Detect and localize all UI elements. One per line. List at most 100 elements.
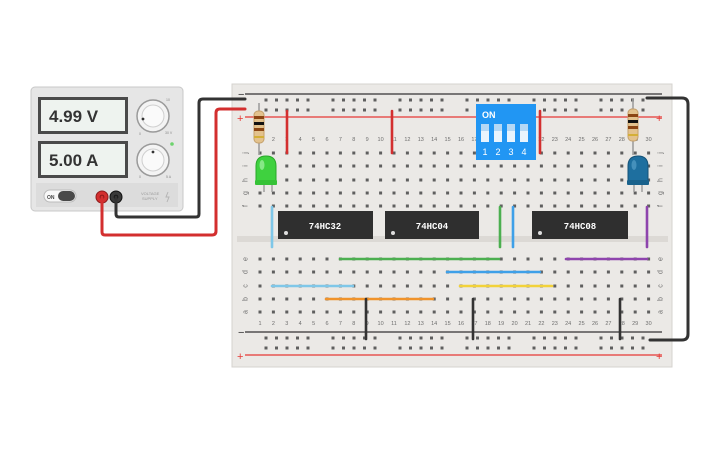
breadboard-hole[interactable] <box>606 270 610 274</box>
breadboard-hole[interactable] <box>606 297 610 301</box>
rail-hole[interactable] <box>610 98 613 102</box>
breadboard-hole[interactable] <box>392 284 396 288</box>
breadboard-hole[interactable] <box>325 164 329 168</box>
rail-hole[interactable] <box>296 98 299 102</box>
breadboard-hole[interactable] <box>513 310 517 314</box>
rail-hole[interactable] <box>373 98 377 102</box>
rail-hole[interactable] <box>440 108 444 112</box>
breadboard-hole[interactable] <box>486 178 490 182</box>
rail-hole[interactable] <box>497 98 500 102</box>
breadboard-hole[interactable] <box>647 310 651 314</box>
breadboard-hole[interactable] <box>593 204 597 208</box>
breadboard-hole[interactable] <box>379 178 383 182</box>
breadboard-hole[interactable] <box>472 151 476 155</box>
breadboard-hole[interactable] <box>298 178 302 182</box>
breadboard-hole[interactable] <box>325 270 329 274</box>
breadboard-hole[interactable] <box>566 178 570 182</box>
breadboard-hole[interactable] <box>539 151 543 155</box>
rail-hole[interactable] <box>342 336 345 340</box>
breadboard-hole[interactable] <box>432 164 436 168</box>
breadboard-hole[interactable] <box>647 284 651 288</box>
breadboard-hole[interactable] <box>633 297 637 301</box>
breadboard-hole[interactable] <box>325 151 329 155</box>
rail-hole[interactable] <box>543 108 546 112</box>
breadboard-hole[interactable] <box>271 270 275 274</box>
breadboard-hole[interactable] <box>593 270 597 274</box>
breadboard-hole[interactable] <box>606 164 610 168</box>
breadboard-hole[interactable] <box>526 297 530 301</box>
resistor-right[interactable] <box>627 99 639 155</box>
breadboard-hole[interactable] <box>432 270 436 274</box>
breadboard-hole[interactable] <box>405 164 409 168</box>
rail-hole[interactable] <box>306 98 310 102</box>
breadboard-hole[interactable] <box>365 284 369 288</box>
breadboard-hole[interactable] <box>620 310 624 314</box>
rail-hole[interactable] <box>532 336 536 340</box>
breadboard-hole[interactable] <box>285 191 289 195</box>
breadboard-hole[interactable] <box>419 191 423 195</box>
breadboard-hole[interactable] <box>312 270 316 274</box>
breadboard-hole[interactable] <box>499 310 503 314</box>
rail-hole[interactable] <box>275 346 278 350</box>
breadboard-hole[interactable] <box>526 191 530 195</box>
breadboard-hole[interactable] <box>258 191 262 195</box>
breadboard-hole[interactable] <box>580 297 584 301</box>
rail-hole[interactable] <box>620 336 624 340</box>
rail-hole[interactable] <box>264 98 268 102</box>
breadboard-hole[interactable] <box>593 151 597 155</box>
breadboard-hole[interactable] <box>553 284 557 288</box>
chip-74hc08[interactable]: 74HC08 <box>532 211 628 239</box>
breadboard-hole[interactable] <box>566 270 570 274</box>
breadboard-hole[interactable] <box>271 191 275 195</box>
breadboard-hole[interactable] <box>298 270 302 274</box>
breadboard-hole[interactable] <box>459 164 463 168</box>
rail-hole[interactable] <box>419 98 423 102</box>
breadboard-hole[interactable] <box>553 178 557 182</box>
breadboard-hole[interactable] <box>580 164 584 168</box>
breadboard-hole[interactable] <box>312 151 316 155</box>
breadboard-hole[interactable] <box>285 310 289 314</box>
breadboard-hole[interactable] <box>620 191 624 195</box>
breadboard-hole[interactable] <box>499 164 503 168</box>
rail-hole[interactable] <box>497 346 500 350</box>
breadboard-hole[interactable] <box>633 270 637 274</box>
breadboard-hole[interactable] <box>553 270 557 274</box>
breadboard-hole[interactable] <box>647 204 651 208</box>
breadboard-hole[interactable] <box>553 191 557 195</box>
rail-hole[interactable] <box>409 346 412 350</box>
breadboard-hole[interactable] <box>285 164 289 168</box>
breadboard-hole[interactable] <box>379 204 383 208</box>
breadboard-hole[interactable] <box>405 178 409 182</box>
breadboard-hole[interactable] <box>593 310 597 314</box>
rail-hole[interactable] <box>620 108 624 112</box>
breadboard-hole[interactable] <box>446 178 450 182</box>
breadboard-hole[interactable] <box>606 151 610 155</box>
rail-hole[interactable] <box>465 346 469 350</box>
breadboard-hole[interactable] <box>647 178 651 182</box>
breadboard-hole[interactable] <box>365 270 369 274</box>
breadboard-hole[interactable] <box>258 204 262 208</box>
breadboard-hole[interactable] <box>285 204 289 208</box>
breadboard-hole[interactable] <box>258 284 262 288</box>
rail-hole[interactable] <box>507 336 511 340</box>
breadboard-hole[interactable] <box>338 204 342 208</box>
rail-hole[interactable] <box>373 346 377 350</box>
rail-hole[interactable] <box>306 108 310 112</box>
breadboard-hole[interactable] <box>258 151 262 155</box>
breadboard-hole[interactable] <box>620 178 624 182</box>
breadboard-hole[interactable] <box>285 257 289 261</box>
breadboard-hole[interactable] <box>419 310 423 314</box>
breadboard-hole[interactable] <box>553 164 557 168</box>
rail-hole[interactable] <box>476 346 479 350</box>
breadboard-hole[interactable] <box>392 310 396 314</box>
rail-hole[interactable] <box>430 98 433 102</box>
breadboard-hole[interactable] <box>593 178 597 182</box>
breadboard-hole[interactable] <box>647 151 651 155</box>
rail-hole[interactable] <box>532 98 536 102</box>
rail-hole[interactable] <box>363 336 366 340</box>
breadboard-hole[interactable] <box>647 270 651 274</box>
breadboard-hole[interactable] <box>419 270 423 274</box>
wire-rail-bridge[interactable] <box>645 96 690 342</box>
rail-hole[interactable] <box>599 336 603 340</box>
rail-hole[interactable] <box>440 98 444 102</box>
